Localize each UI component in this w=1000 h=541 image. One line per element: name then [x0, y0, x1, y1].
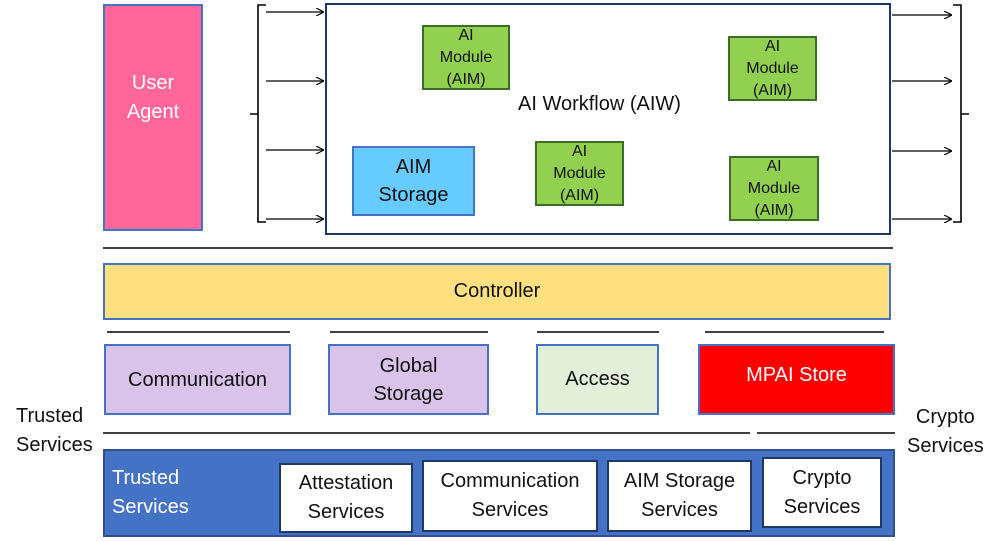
aim-storage-label-2: Storage — [378, 184, 449, 206]
user-agent-label-2: Agent — [126, 100, 180, 123]
communication-box: Communication — [104, 344, 291, 415]
global-storage-label-1: Global — [379, 354, 438, 377]
trusted-services-title: Trusted Services — [112, 464, 189, 522]
ai-module-text: Module — [747, 179, 801, 197]
side-label-text: Services — [907, 435, 984, 457]
communication-label: Communication — [128, 368, 267, 391]
ai-module-text: (AIM) — [559, 186, 600, 204]
controller-box: Controller — [103, 263, 891, 320]
service-label: Crypto — [792, 466, 852, 489]
side-label-text: Services — [16, 434, 93, 456]
user-agent-label-1: User — [131, 71, 175, 94]
side-label-text: Crypto — [915, 406, 975, 428]
access-box: Access — [536, 344, 659, 415]
trusted-services-title-text: Services — [112, 496, 189, 518]
service-label: AIM Storage — [623, 470, 736, 492]
global-storage-box: Global Storage — [328, 344, 489, 415]
access-label: Access — [565, 368, 630, 390]
service-label: Services — [641, 499, 718, 521]
ai-workflow-label: AI Workflow (AIW) — [518, 93, 681, 115]
service-label: Attestation — [298, 472, 394, 494]
ai-module-text: AI — [458, 26, 474, 44]
right-brace — [953, 4, 969, 223]
communication-services-box: Communication Services — [422, 460, 598, 532]
service-label: Services — [471, 499, 549, 521]
service-label: Services — [307, 501, 385, 523]
service-label: Services — [783, 495, 861, 518]
ai-module-box-3: AI Module (AIM) — [535, 141, 624, 206]
side-label-trusted-services: Trusted Services — [16, 402, 93, 460]
aim-storage-box: AIM Storage — [352, 146, 475, 216]
ai-module-box-4: AI Module (AIM) — [729, 156, 819, 221]
side-label-crypto-services: Crypto Services — [907, 403, 984, 461]
left-brace — [250, 4, 266, 223]
global-storage-label-2: Storage — [373, 382, 444, 405]
ai-module-text: (AIM) — [752, 81, 793, 99]
ai-module-text: (AIM) — [754, 201, 794, 219]
aim-storage-label-1: AIM — [395, 156, 432, 178]
side-label-text: Trusted — [16, 405, 84, 427]
service-label: Communication — [440, 470, 580, 492]
ai-module-text: AI — [571, 142, 588, 160]
user-agent-box: User Agent — [103, 4, 203, 231]
ai-module-text: Module — [439, 48, 493, 66]
ai-module-text: AI — [766, 157, 782, 175]
controller-label: Controller — [453, 280, 541, 302]
ai-module-text: Module — [553, 164, 606, 182]
ai-module-text: AI — [764, 37, 781, 55]
attestation-services-box: Attestation Services — [279, 463, 413, 533]
ai-module-box-2: AI Module (AIM) — [728, 36, 817, 101]
crypto-services-box: Crypto Services — [762, 457, 882, 528]
mpai-store-box: MPAI Store — [698, 344, 895, 415]
aim-storage-services-box: AIM Storage Services — [607, 460, 752, 532]
mpai-store-label: MPAI Store — [746, 364, 847, 386]
ai-module-text: Module — [746, 59, 799, 77]
ai-module-box-1: AI Module (AIM) — [422, 25, 510, 90]
ai-module-text: (AIM) — [446, 70, 486, 88]
trusted-services-title-text: Trusted — [112, 467, 180, 489]
